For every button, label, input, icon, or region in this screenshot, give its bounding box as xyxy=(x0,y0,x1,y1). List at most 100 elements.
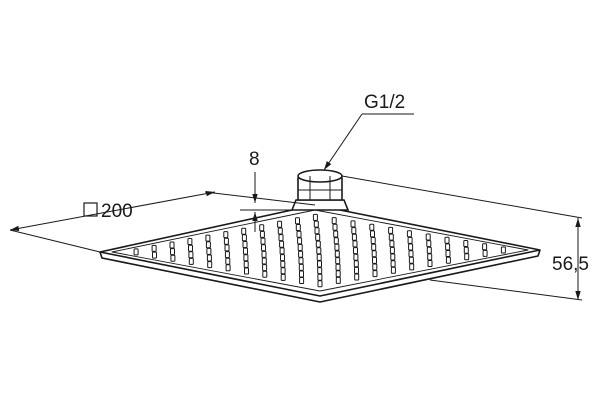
spray-nozzle xyxy=(369,223,375,231)
spray-nozzle xyxy=(314,227,320,235)
spray-nozzle xyxy=(408,256,414,264)
spray-nozzle xyxy=(331,217,337,225)
spray-nozzle xyxy=(388,226,394,234)
spray-nozzle xyxy=(225,257,231,265)
spray-nozzle xyxy=(371,243,377,251)
plate-front-edge xyxy=(99,249,541,303)
spray-nozzle xyxy=(243,247,248,255)
spray-nozzle xyxy=(259,224,265,232)
spray-nozzle xyxy=(262,264,268,272)
spray-nozzle xyxy=(133,248,139,256)
spray-nozzle xyxy=(409,263,415,271)
spray-nozzle xyxy=(316,253,322,261)
square-symbol-icon xyxy=(83,202,98,217)
spray-nozzle xyxy=(425,233,431,241)
spray-nozzle xyxy=(261,244,266,252)
spray-nozzle xyxy=(262,270,268,278)
plate-top-face xyxy=(99,204,541,297)
spray-nozzle xyxy=(295,217,300,225)
spray-nozzle xyxy=(188,251,194,259)
spray-nozzle xyxy=(317,267,323,275)
spray-nozzle xyxy=(370,230,375,238)
spray-nozzle xyxy=(389,240,395,248)
spray-nozzle xyxy=(170,254,176,262)
spray-nozzle xyxy=(277,227,283,235)
spray-nozzle xyxy=(482,243,488,251)
spray-nozzle xyxy=(408,243,414,251)
spray-nozzle xyxy=(370,237,376,244)
spray-nozzle xyxy=(389,246,395,254)
spray-nozzle xyxy=(298,257,304,265)
spray-nozzle xyxy=(297,237,303,245)
width-dimension-line xyxy=(9,190,216,232)
spray-nozzle xyxy=(279,240,285,248)
shower-head-plate xyxy=(99,204,541,303)
spray-nozzle xyxy=(427,260,433,267)
spray-nozzle xyxy=(241,227,247,235)
spray-nozzle xyxy=(352,240,358,248)
spray-nozzle xyxy=(445,250,451,257)
connector-nut-top xyxy=(297,169,343,183)
spray-nozzle xyxy=(353,253,359,261)
spray-nozzle xyxy=(333,237,339,245)
spray-nozzle xyxy=(206,247,212,255)
spray-nozzle xyxy=(206,254,212,262)
spray-nozzle xyxy=(372,270,378,278)
spray-nozzle xyxy=(351,227,357,235)
spray-nozzle xyxy=(299,270,304,278)
spray-nozzle xyxy=(151,244,157,252)
spray-nozzle xyxy=(408,250,414,258)
spray-nozzle xyxy=(463,246,469,254)
spray-nozzle xyxy=(354,273,360,281)
spray-nozzle xyxy=(317,273,323,281)
spray-nozzle xyxy=(223,237,229,245)
spray-nozzle xyxy=(371,250,377,258)
spray-nozzle xyxy=(426,246,432,254)
spray-nozzle xyxy=(224,251,230,259)
spray-nozzle xyxy=(261,257,267,265)
spray-nozzle xyxy=(188,244,193,252)
spray-nozzle xyxy=(500,246,506,254)
spray-nozzle xyxy=(280,254,285,262)
spray-nozzle xyxy=(241,234,247,242)
spray-nozzle xyxy=(317,260,322,268)
spray-nozzle xyxy=(223,231,229,239)
spray-nozzle xyxy=(297,244,303,251)
spray-nozzle xyxy=(299,277,305,284)
spray-nozzle xyxy=(390,266,396,274)
spray-nozzle xyxy=(332,223,338,231)
spray-nozzle xyxy=(312,213,318,221)
spray-nozzle xyxy=(296,230,302,238)
height-extension-bottom xyxy=(429,279,583,301)
spray-nozzle xyxy=(445,256,451,264)
spray-nozzle xyxy=(187,238,193,245)
spray-nozzle xyxy=(317,280,323,288)
spray-nozzle xyxy=(335,270,341,278)
spray-nozzle xyxy=(334,243,340,251)
spray-nozzle xyxy=(280,260,286,268)
height-label: 56,5 xyxy=(552,254,589,275)
plate-inner-bevel xyxy=(111,209,529,292)
spray-nozzle xyxy=(335,263,341,271)
spray-nozzle xyxy=(152,251,157,259)
spray-nozzle xyxy=(207,261,213,269)
spray-nozzle xyxy=(315,233,321,241)
spray-nozzle xyxy=(313,220,319,228)
thread-label: G1/2 xyxy=(364,92,405,113)
spray-nozzle xyxy=(333,230,339,238)
spray-nozzle xyxy=(407,236,413,244)
spray-nozzle xyxy=(316,247,322,255)
spray-nozzle xyxy=(390,260,396,268)
spray-nozzle xyxy=(170,248,175,256)
spray-nozzle xyxy=(279,247,285,255)
spray-nozzle xyxy=(482,249,488,257)
spray-nozzle xyxy=(224,244,230,252)
spray-nozzle xyxy=(188,257,194,265)
spray-nozzle xyxy=(335,276,341,284)
spray-nozzle xyxy=(244,267,249,275)
spray-nozzle xyxy=(259,230,265,238)
spray-nozzle xyxy=(445,243,451,251)
spray-nozzle xyxy=(464,253,470,261)
